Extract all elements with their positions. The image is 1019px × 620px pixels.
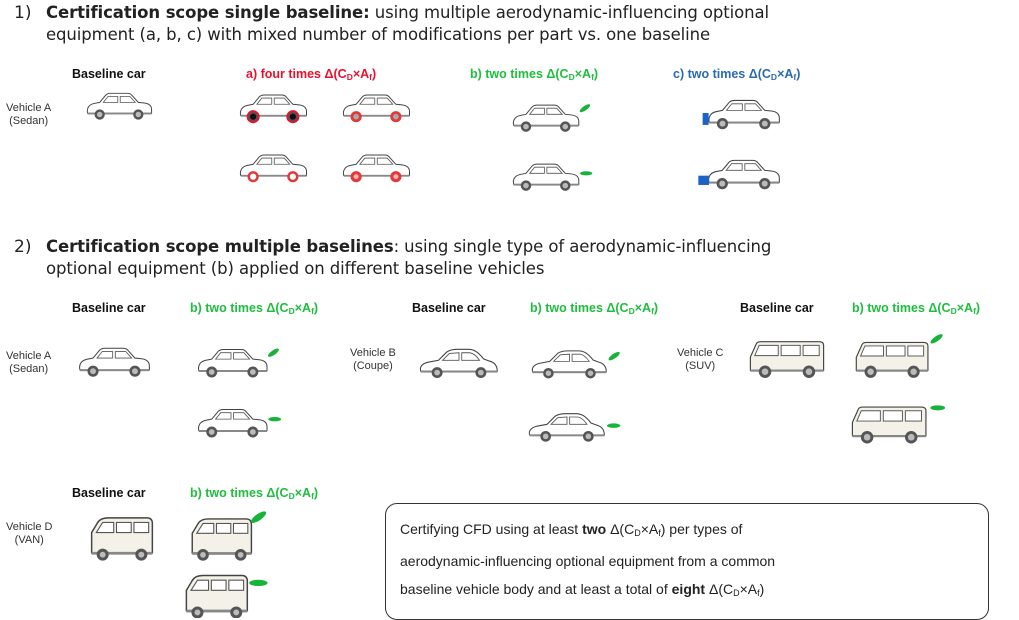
section-2-number: 2) xyxy=(14,237,32,257)
s1-b-sedan-spoiler-up xyxy=(512,102,592,133)
s1-b-sedan-spoiler-flat xyxy=(512,163,593,192)
s2-header-b-vehicle-d: b) two times Δ(CD×Af) xyxy=(190,486,319,501)
s2-header-b-vehicle-c: b) two times Δ(CD×Af) xyxy=(852,301,981,316)
s1-header-c: c) two times Δ(CD×Af) xyxy=(673,67,801,82)
s2-d-baseline-van xyxy=(90,517,154,562)
s2-vehicle-d-label: Vehicle D(VAN) xyxy=(6,521,53,546)
s2-baseline-header-d: Baseline car xyxy=(72,486,146,500)
s1-header-b: b) two times Δ(CD×Af) xyxy=(470,67,599,82)
section-2-title-bold: Certification scope multiple baselines xyxy=(46,237,394,256)
section-1-subtitle: equipment (a, b, c) with mixed number of… xyxy=(46,25,711,44)
s2-header-b-vehicle-a: b) two times Δ(CD×Af) xyxy=(190,301,319,316)
section-2-title-rest: : using single type of aerodynamic-influ… xyxy=(393,237,772,256)
section-1-number: 1) xyxy=(14,3,32,23)
s2-a-sedan-spoiler-up xyxy=(198,347,281,378)
s2-a-sedan-spoiler-flat xyxy=(198,408,282,438)
s1-a-sedan-red-wheels xyxy=(342,94,411,123)
s1-c-sedan-front-bumper-small xyxy=(702,99,780,130)
s2-b-coupe-spoiler-flat xyxy=(528,413,621,443)
s2-c-suv-spoiler-flat xyxy=(851,405,946,445)
s1-vehicle-a-label: Vehicle A(Sedan) xyxy=(6,102,52,127)
s2-vehicle-b-label: Vehicle B(Coupe) xyxy=(350,347,396,372)
s2-baseline-header-a: Baseline car xyxy=(72,301,146,315)
section-2-subtitle: optional equipment (b) applied on differ… xyxy=(46,259,545,278)
section-1-title-rest: using multiple aerodynamic-influencing o… xyxy=(369,3,769,22)
s2-baseline-header-b: Baseline car xyxy=(412,301,486,315)
s2-a-baseline-sedan xyxy=(79,347,150,378)
section-1-title: Certification scope single baseline: usi… xyxy=(46,3,769,22)
s2-c-suv-spoiler-up xyxy=(855,332,944,379)
s2-d-van-spoiler-flat xyxy=(185,574,268,618)
section-2-title: Certification scope multiple baselines: … xyxy=(46,237,771,256)
s2-b-coupe-spoiler-up xyxy=(531,350,621,379)
s2-baseline-header-c: Baseline car xyxy=(740,301,814,315)
s1-a-sedan-star-wheels xyxy=(342,154,411,183)
s2-d-van-spoiler-up xyxy=(191,510,268,562)
section-1-title-bold: Certification scope single baseline: xyxy=(46,3,370,22)
s2-header-b-vehicle-b: b) two times Δ(CD×Af) xyxy=(530,301,659,316)
s1-baseline-sedan xyxy=(86,92,153,121)
note-line-2: aerodynamic-influencing optional equipme… xyxy=(400,553,776,569)
s2-b-baseline-coupe xyxy=(419,348,498,379)
s1-c-sedan-front-bumper-large xyxy=(698,159,780,190)
s1-baseline-header: Baseline car xyxy=(72,67,146,81)
s2-vehicle-c-label: Vehicle C(SUV) xyxy=(677,347,724,372)
s2-vehicle-a-label: Vehicle A(Sedan) xyxy=(6,350,52,375)
s1-header-a: a) four times Δ(CD×Af) xyxy=(246,67,377,82)
note-line-3: baseline vehicle body and at least a tot… xyxy=(400,581,765,598)
certification-note-box: Certifying CFD using at least two Δ(CD×A… xyxy=(385,503,989,620)
s2-c-baseline-suv xyxy=(749,341,825,379)
s1-a-sedan-black-wheels xyxy=(239,94,308,124)
s1-a-sedan-red-rims xyxy=(239,154,308,183)
note-line-1: Certifying CFD using at least two Δ(CD×A… xyxy=(400,521,743,538)
